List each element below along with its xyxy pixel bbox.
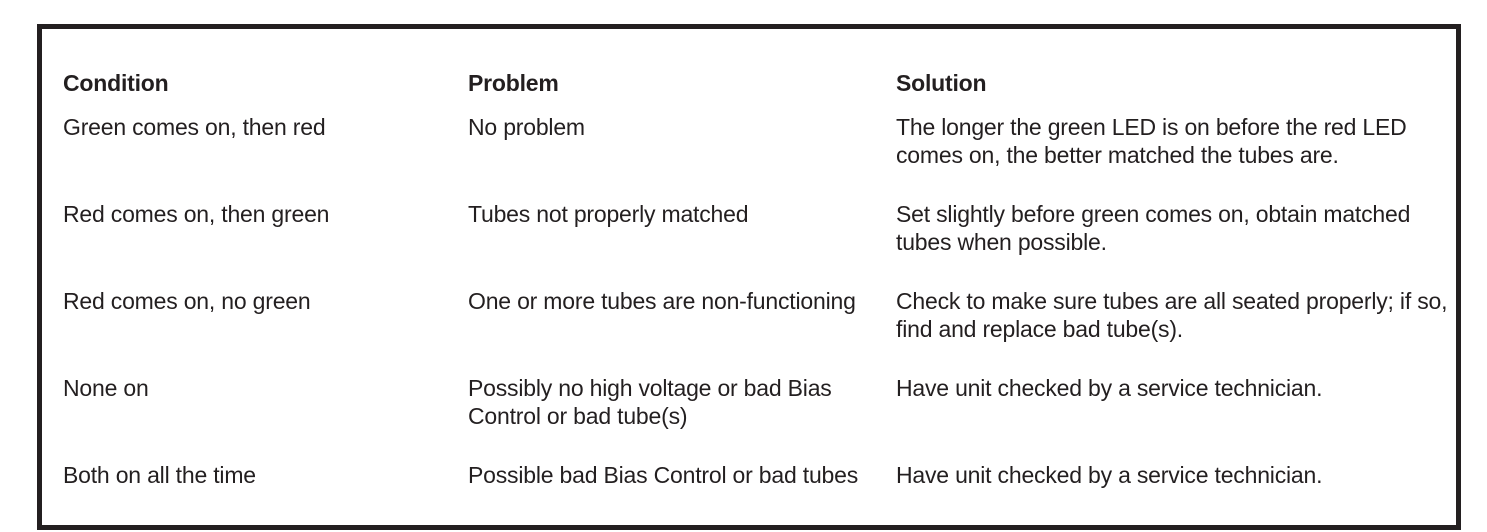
table-row: Green comes on, then red No problem The … <box>63 113 1453 200</box>
condition-cell: Green comes on, then red <box>63 114 326 140</box>
problem-cell: Possibly no high voltage or bad Bias Con… <box>468 375 832 429</box>
condition-cell: Red comes on, then green <box>63 201 330 227</box>
table-header-row: Condition Problem Solution <box>63 69 1453 113</box>
troubleshooting-table: Condition Problem Solution Green comes o… <box>63 69 1453 489</box>
problem-cell: One or more tubes are non-functioning <box>468 288 856 314</box>
header-condition: Condition <box>63 70 169 96</box>
solution-cell: The longer the green LED is on before th… <box>896 114 1407 168</box>
condition-cell: None on <box>63 375 149 401</box>
condition-cell: Red comes on, no green <box>63 288 311 314</box>
solution-cell: Set slightly before green comes on, obta… <box>896 201 1411 255</box>
table-row: Red comes on, no green One or more tubes… <box>63 287 1453 374</box>
solution-cell: Have unit checked by a service technicia… <box>896 375 1323 401</box>
table-row: Both on all the time Possible bad Bias C… <box>63 461 1453 489</box>
table-row: Red comes on, then green Tubes not prope… <box>63 200 1453 287</box>
problem-cell: No problem <box>468 114 585 140</box>
problem-cell: Possible bad Bias Control or bad tubes <box>468 462 859 488</box>
header-solution: Solution <box>896 70 987 96</box>
problem-cell: Tubes not properly matched <box>468 201 749 227</box>
condition-cell: Both on all the time <box>63 462 256 488</box>
troubleshooting-table-frame: Condition Problem Solution Green comes o… <box>37 24 1461 530</box>
solution-cell: Check to make sure tubes are all seated … <box>896 288 1448 342</box>
solution-cell: Have unit checked by a service technicia… <box>896 462 1323 488</box>
table-row: None on Possibly no high voltage or bad … <box>63 374 1453 461</box>
header-problem: Problem <box>468 70 559 96</box>
